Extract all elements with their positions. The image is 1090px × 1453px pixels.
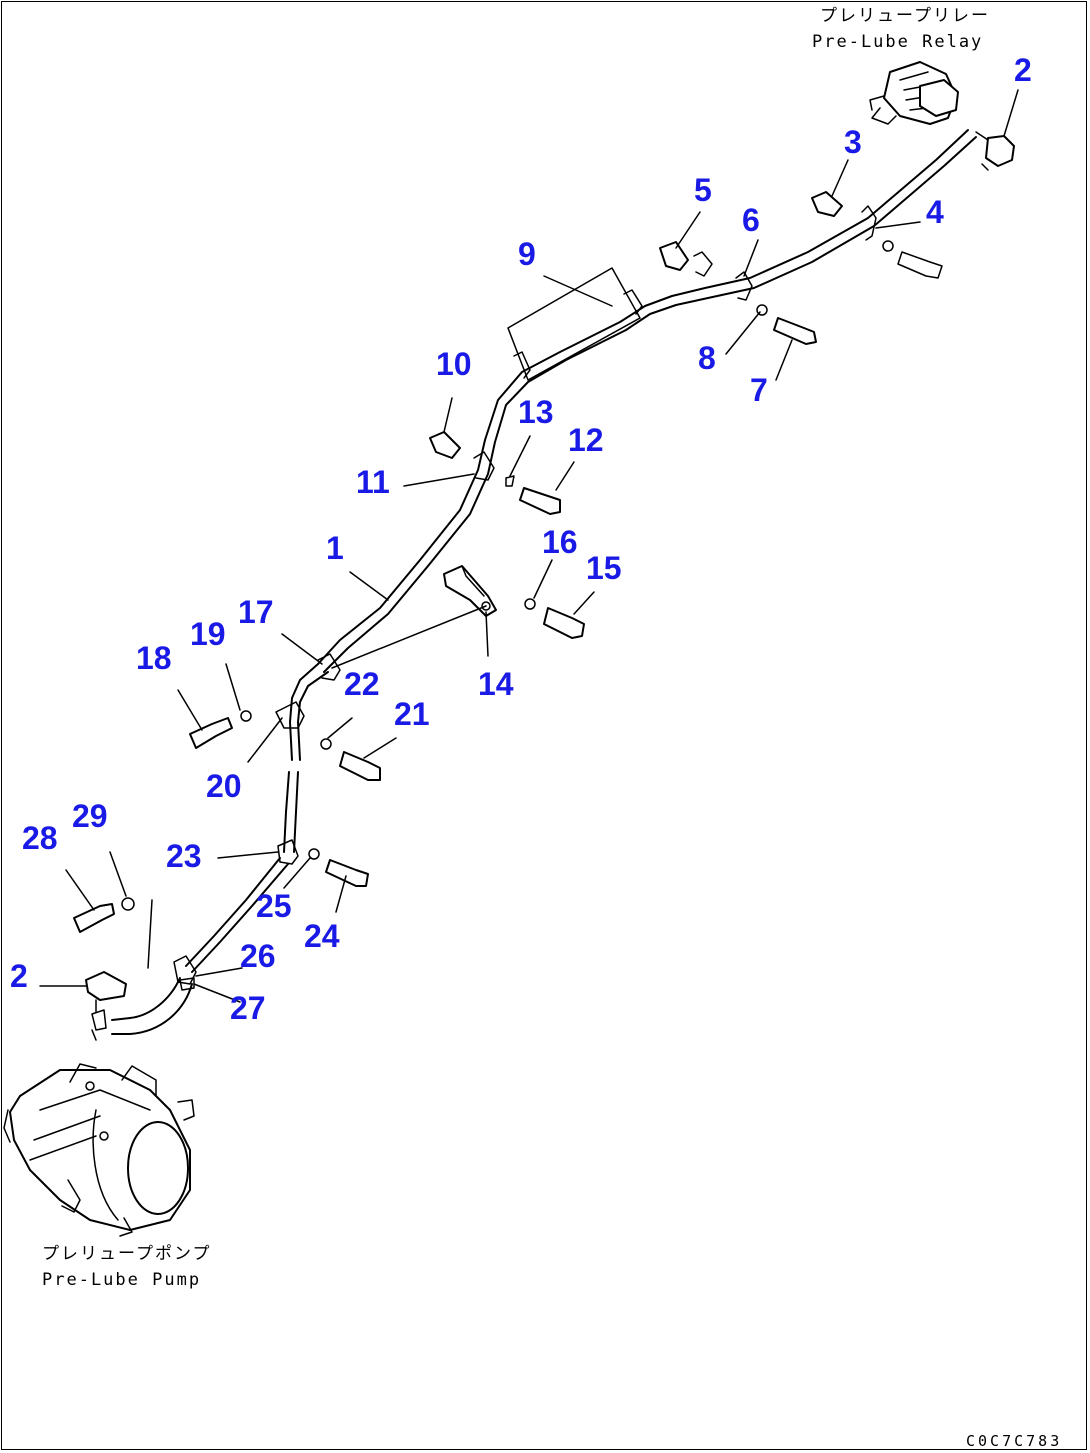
washer-19 xyxy=(240,710,252,722)
callout-11: 11 xyxy=(356,464,390,500)
callout-7: 7 xyxy=(750,372,768,408)
relay-caption-en: Pre-Lube Relay xyxy=(812,32,984,52)
callout-20: 20 xyxy=(206,768,242,804)
callout-25: 25 xyxy=(256,888,292,924)
washer-22 xyxy=(320,738,332,750)
callout-1: 1 xyxy=(326,530,344,566)
harness-branch xyxy=(111,663,329,1035)
clamp-23 xyxy=(277,839,299,865)
callout-2-lower: 2 xyxy=(10,958,28,994)
drawing-number: C0C7C783 xyxy=(966,1432,1063,1450)
washer-8 xyxy=(756,304,768,316)
callout-13: 13 xyxy=(518,394,554,430)
callout-21: 21 xyxy=(394,696,430,732)
callout-9: 9 xyxy=(518,236,536,272)
clamp-6 xyxy=(693,251,753,301)
bolt-12 xyxy=(519,487,561,515)
pump-caption-en: Pre-Lube Pump xyxy=(42,1270,202,1290)
clamp-4 xyxy=(861,205,943,279)
callout-5: 5 xyxy=(694,172,712,208)
callout-22: 22 xyxy=(344,666,380,702)
clamp-11 xyxy=(473,451,495,481)
leader-lines xyxy=(39,89,1019,1003)
tube-10 xyxy=(429,431,461,459)
sleeve-9 xyxy=(507,267,641,381)
callout-17: 17 xyxy=(238,594,274,630)
callout-12: 12 xyxy=(568,422,604,458)
washer-25 xyxy=(308,848,320,860)
bolt-21 xyxy=(339,751,381,781)
callout-4: 4 xyxy=(926,194,944,230)
washer-16 xyxy=(524,598,536,610)
callout-10: 10 xyxy=(436,346,472,382)
callout-26: 26 xyxy=(240,938,276,974)
tube-3 xyxy=(811,191,843,217)
washer-13 xyxy=(505,475,515,487)
washer-29 xyxy=(121,897,135,911)
relay-caption-jp: プレリュープリレー xyxy=(820,6,990,26)
callout-23: 23 xyxy=(166,838,202,874)
callout-14: 14 xyxy=(478,666,514,702)
tube-5 xyxy=(659,241,689,271)
callout-18: 18 xyxy=(136,640,172,676)
connector-2-lower xyxy=(85,971,127,1041)
bolt-15 xyxy=(543,607,585,639)
callout-24: 24 xyxy=(304,918,340,954)
harness-main xyxy=(317,129,977,673)
callout-27: 27 xyxy=(230,990,266,1026)
bolt-24 xyxy=(325,859,369,887)
callout-6: 6 xyxy=(742,202,760,238)
callout-3: 3 xyxy=(844,124,862,160)
band-27 xyxy=(179,977,195,991)
connector-2-upper xyxy=(975,131,1015,171)
callout-15: 15 xyxy=(586,550,622,586)
bracket-14 xyxy=(443,565,497,617)
callout-28: 28 xyxy=(22,820,58,856)
pre-lube-relay-drawing xyxy=(869,61,959,125)
callout-8: 8 xyxy=(698,340,716,376)
callout-19: 19 xyxy=(190,616,226,652)
callout-16: 16 xyxy=(542,524,578,560)
pre-lube-pump-drawing xyxy=(3,1063,195,1237)
callout-2-upper: 2 xyxy=(1014,52,1032,88)
bolt-18 xyxy=(189,717,233,749)
bolt-7 xyxy=(773,317,817,345)
clamp-20 xyxy=(275,701,305,729)
clamp-17 xyxy=(317,653,341,681)
pump-caption-jp: プレリュープポンプ xyxy=(42,1244,212,1264)
bolt-28 xyxy=(73,903,115,933)
callout-29: 29 xyxy=(72,798,108,834)
